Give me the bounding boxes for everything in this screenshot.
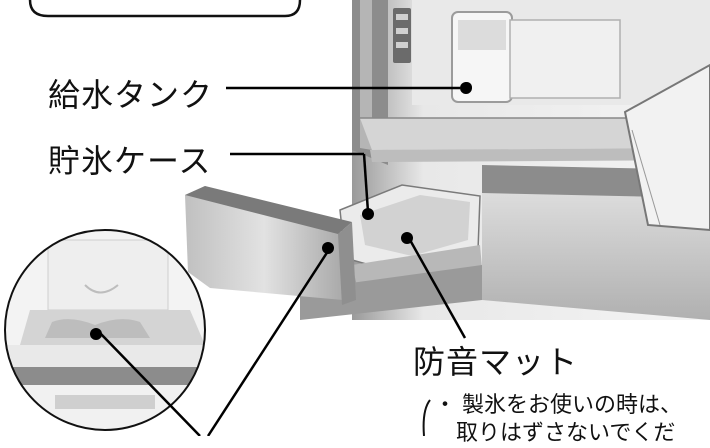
leader-lines [99, 86, 467, 437]
label-water-tank: 給水タンク [48, 76, 214, 114]
note-text: ・製氷をお使いの時は、 取りはずさないでくだ [434, 392, 682, 448]
fridge-illustration [4, 0, 710, 437]
water-tank-shape [451, 11, 621, 103]
detail-magnifier [4, 229, 206, 431]
label-ice-case: 貯氷ケース [48, 142, 212, 180]
note-line-2: 取りはずさないでくだ [434, 420, 682, 448]
note-line-1: ・製氷をお使いの時は、 [434, 392, 682, 420]
leader-dots [90, 82, 472, 340]
illustration: 給水タンク 貯氷ケース 防音マット ・製氷をお使いの時は、 取りはずさないでくだ [4, 0, 710, 446]
note-line-2-text: 取りはずさないでくだ [456, 421, 676, 446]
note-line-1-text: 製氷をお使いの時は、 [462, 393, 683, 418]
fridge-photo [185, 0, 710, 320]
label-soundproof-mat: 防音マット [413, 343, 579, 381]
note-bracket [422, 399, 431, 437]
callout-frame [28, 0, 302, 18]
note-bullet: ・ [434, 393, 457, 418]
